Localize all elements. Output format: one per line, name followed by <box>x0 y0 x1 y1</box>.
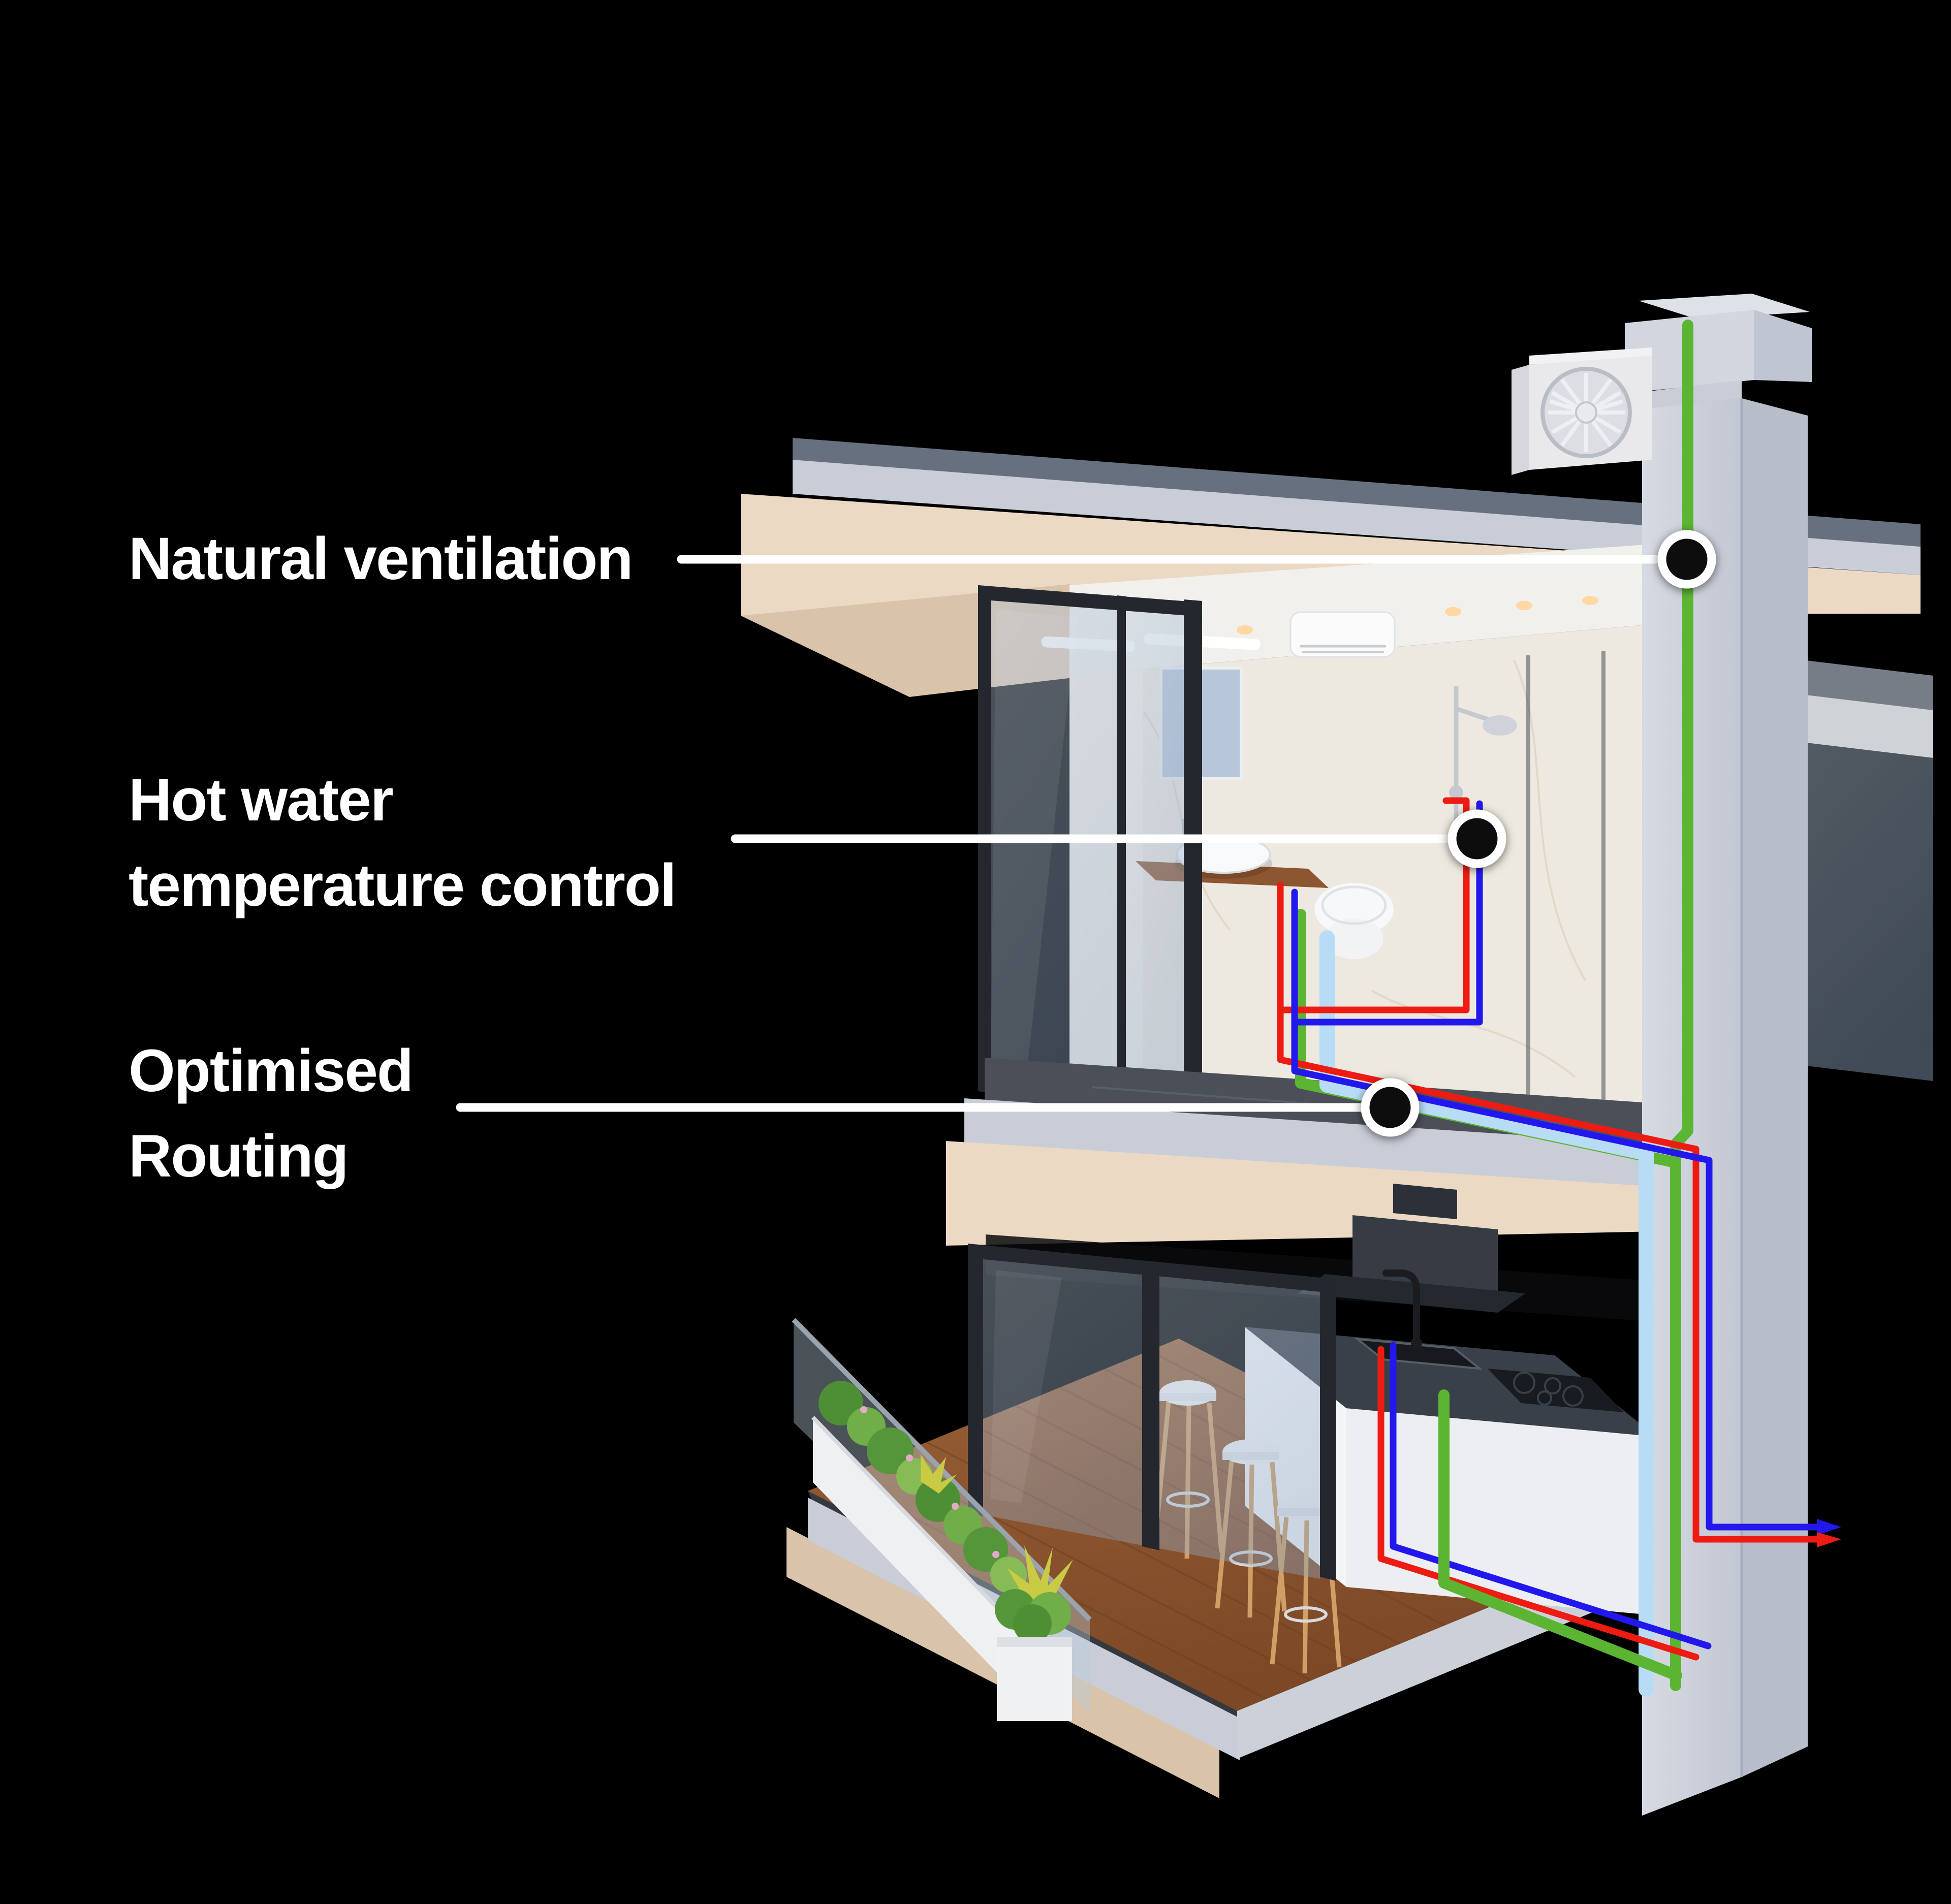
label-natural-ventilation: Natural ventilation <box>129 516 633 601</box>
mullion-mid <box>1117 595 1126 1109</box>
label-optimised-routing: Optimised Routing <box>129 1028 414 1199</box>
column-body-side <box>1742 398 1808 1777</box>
ac-unit-top <box>1529 347 1652 365</box>
pipe-hot-water-kitchen <box>1377 1346 1700 1661</box>
lower-glass-pane-2 <box>1159 1264 1320 1579</box>
pipe-cold-water <box>1291 800 1823 1531</box>
ac-unit-side <box>1512 365 1529 475</box>
glass-top-rail <box>978 585 1202 617</box>
callout-dot-natural-ventilation[interactable] <box>1657 530 1716 589</box>
callout-dot-optimised-routing[interactable] <box>1361 1078 1420 1137</box>
pipe-green-kitchen <box>1438 1389 1682 1681</box>
label-line: Hot water <box>129 767 394 834</box>
lower-glass-reflection <box>991 1270 1062 1504</box>
planter-plants <box>819 1381 1027 1593</box>
callout-dot-hot-water[interactable] <box>1447 809 1506 868</box>
lower-mullion-right <box>1320 1278 1336 1581</box>
lower-glass-top-rail <box>968 1244 1336 1293</box>
balcony-planter-box <box>813 1417 1026 1703</box>
cooktop <box>1488 1369 1624 1412</box>
upper-glass-facade <box>978 585 1202 1118</box>
island-front-face <box>1346 1408 1656 1615</box>
fan-icon <box>1540 367 1632 458</box>
kitchen-faucet <box>1382 1270 1422 1349</box>
pipe-green-column-riser <box>1670 320 1693 1691</box>
shower-mixer <box>1449 785 1463 800</box>
glass-pane-2 <box>1124 598 1185 1116</box>
pipe-blue-arrow-icon <box>1817 1519 1841 1535</box>
pipe-cold-water-kitchen <box>1390 1342 1712 1649</box>
column-cap-top <box>1639 294 1810 319</box>
column-cap-side <box>1754 310 1812 382</box>
label-line: temperature control <box>129 852 677 919</box>
potted-plant <box>995 1545 1073 1721</box>
label-line: Optimised <box>129 1037 414 1104</box>
right-wing-band <box>1806 695 1933 758</box>
kitchen-sink <box>1358 1339 1480 1369</box>
right-wing-glass <box>1806 743 1933 1081</box>
glass-pane-1 <box>987 588 1118 1107</box>
lower-mullion-left <box>968 1244 983 1516</box>
lower-mullion-mid <box>1142 1261 1159 1550</box>
roof-top-edge <box>793 438 1921 547</box>
hood-flange <box>1298 1274 1525 1313</box>
hood-duct <box>1393 1184 1457 1219</box>
label-line: Natural ventilation <box>129 525 633 592</box>
cube-pot <box>997 1637 1072 1721</box>
toilet <box>1314 883 1394 959</box>
shower-set <box>1449 651 1606 1106</box>
slab-concrete-band <box>964 1098 1657 1190</box>
pipe-red-arrow-icon <box>1817 1532 1841 1547</box>
ac-outdoor-unit <box>1512 347 1652 475</box>
label-line: Routing <box>129 1123 349 1190</box>
lower-glass-pane-1 <box>983 1247 1142 1545</box>
right-wing <box>1806 660 1933 1081</box>
island-countertop <box>1245 1327 1656 1437</box>
shower-head-icon <box>1483 715 1517 736</box>
mullion-corner <box>1184 599 1202 1118</box>
glass-reflection <box>991 610 1077 1077</box>
callouts <box>456 530 1716 1137</box>
label-hot-water-temperature-control: Hot water temperature control <box>129 757 677 928</box>
right-wing-parapet <box>1806 660 1933 710</box>
lower-glass-facade <box>968 1244 1336 1581</box>
balcony <box>792 1318 1092 1721</box>
slab-fascia <box>946 1141 1657 1246</box>
ac-indoor-unit <box>1289 611 1396 658</box>
